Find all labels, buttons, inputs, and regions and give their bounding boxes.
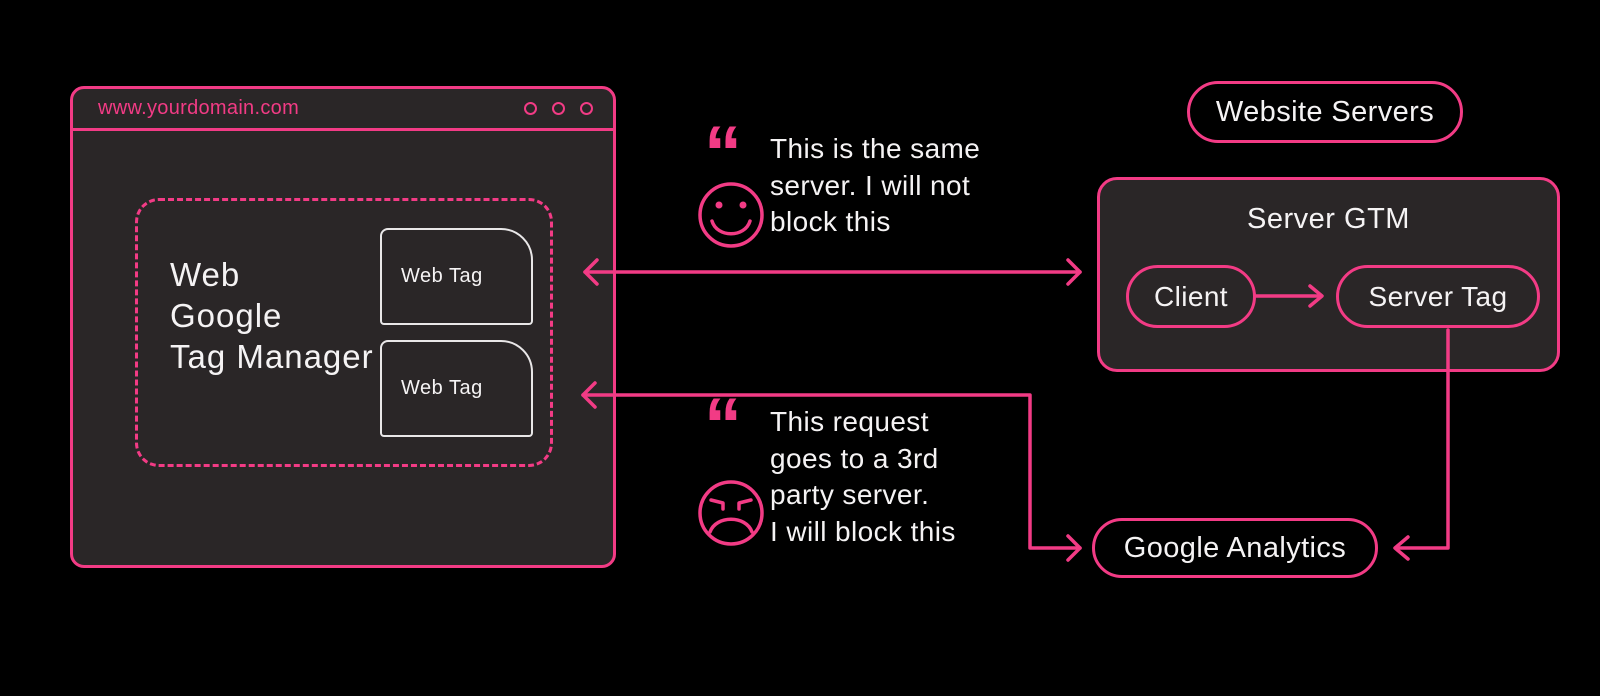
google-analytics-pill: Google Analytics [1092,518,1378,578]
server-tag-pill: Server Tag [1336,265,1540,328]
server-gtm-title: Server GTM [1247,203,1410,235]
browser-titlebar: www.yourdomain.com [73,89,613,131]
window-controls [524,102,593,115]
window-control-dot-icon [524,102,537,115]
google-analytics-label: Google Analytics [1123,531,1347,564]
browser-window: www.yourdomain.com Web Google Tag Manage… [70,86,616,568]
server-gtm-box: Server GTM Client Server Tag [1097,177,1560,372]
web-tag-box: Web Tag [380,228,533,325]
web-tag-box: Web Tag [380,340,533,437]
client-label: Client [1154,280,1228,312]
allowed-request-arrow [583,258,1082,286]
window-control-dot-icon [580,102,593,115]
window-control-dot-icon [552,102,565,115]
website-servers-pill: Website Servers [1187,81,1463,143]
web-tag-label: Web Tag [401,265,483,287]
allowed-callout-text: This is the same server. I will not bloc… [770,133,981,237]
quote-icon: “ [704,111,742,196]
quote-icon: “ [704,383,742,468]
web-tag-label: Web Tag [401,377,483,399]
blocked-callout-text: This request goes to a 3rd party server.… [770,406,956,547]
web-gtm-container: Web Google Tag Manager Web Tag Web Tag [135,198,553,467]
website-servers-label: Website Servers [1215,95,1435,128]
server-tag-label: Server Tag [1368,280,1508,312]
url-text: www.yourdomain.com [98,97,300,119]
sad-face-icon [698,480,764,546]
client-pill: Client [1126,265,1256,328]
web-gtm-label: Web Google Tag Manager [170,256,374,375]
